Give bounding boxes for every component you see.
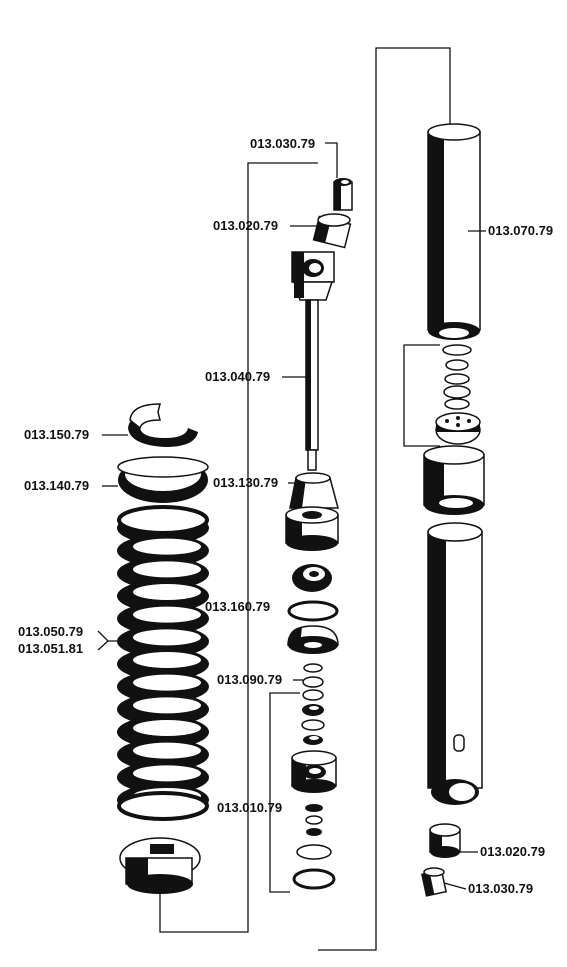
tube-small-rings — [442, 344, 472, 410]
connector-valve-stack — [269, 692, 300, 893]
spring-coil-highlight — [133, 697, 201, 714]
spring-coil-highlight — [133, 674, 201, 691]
hex-nut-part — [285, 506, 339, 551]
spring-column — [117, 403, 209, 894]
spring-coil-highlight — [133, 561, 201, 578]
upper-tube — [427, 123, 481, 340]
valve-washer-stack — [301, 663, 325, 745]
spring-coil-highlight — [133, 538, 201, 555]
label-spring-b: 013.051.81 — [18, 641, 83, 656]
lower-nut-part — [429, 823, 461, 858]
label-valve-assembly: 013.010.79 — [217, 800, 282, 815]
label-lower-nut: 013.020.79 — [480, 844, 545, 859]
piston-rod-column — [285, 178, 353, 890]
stop-cone-part — [289, 472, 339, 509]
spring-coil-highlight — [133, 652, 201, 668]
spring-coil-highlight — [133, 720, 201, 736]
connector-rod-to-tube — [318, 47, 451, 951]
spring-coil-highlight — [133, 742, 201, 759]
spring-coil-highlight — [133, 765, 201, 782]
label-outer-tube: 013.070.79 — [488, 223, 553, 238]
spring-coil-highlight — [133, 629, 201, 646]
label-upper-cap: 013.030.79 — [250, 136, 315, 151]
label-upper-nut: 013.020.79 — [213, 218, 278, 233]
coil-spring-part — [117, 505, 209, 821]
tube-piston-body — [423, 445, 485, 515]
label-stop-cone: 013.130.79 — [213, 475, 278, 490]
ring-bushing-part — [292, 564, 332, 592]
outer-tube-column — [421, 123, 485, 897]
lower-cap-part — [421, 867, 447, 897]
spring-retainer-part — [128, 403, 198, 447]
connector-spring-to-rod — [159, 162, 318, 933]
label-valve-washer: 013.090.79 — [217, 672, 282, 687]
spring-top-end — [117, 505, 209, 535]
rod-eye-mount — [291, 251, 335, 301]
part-labels: 013.030.79 013.020.79 013.040.79 013.130… — [18, 136, 553, 896]
label-o-ring: 013.160.79 — [205, 599, 270, 614]
label-lower-cap: 013.030.79 — [468, 881, 533, 896]
spring-coil-highlight — [133, 584, 201, 600]
label-spring-seat: 013.140.79 — [24, 478, 89, 493]
o-ring-part — [287, 600, 339, 622]
spring-seat-part — [117, 456, 209, 503]
assembly-connector-lines — [159, 47, 451, 951]
lower-tube — [427, 522, 483, 805]
perforated-disc — [435, 412, 481, 445]
valve-assembly-part — [291, 750, 337, 793]
spring-coil-highlight — [133, 606, 201, 623]
piston-rod-part — [305, 299, 319, 471]
spring-bottom-end — [117, 791, 209, 821]
dome-piston-part — [287, 625, 339, 654]
lower-valve-parts — [292, 804, 336, 890]
upper-cap-part — [333, 178, 353, 211]
upper-nut-part — [312, 213, 352, 249]
connector-tube-insert — [403, 344, 440, 447]
label-spring-a: 013.050.79 — [18, 624, 83, 639]
spring-lower-mount — [119, 837, 201, 894]
label-piston-rod: 013.040.79 — [205, 369, 270, 384]
label-spring-retainer: 013.150.79 — [24, 427, 89, 442]
